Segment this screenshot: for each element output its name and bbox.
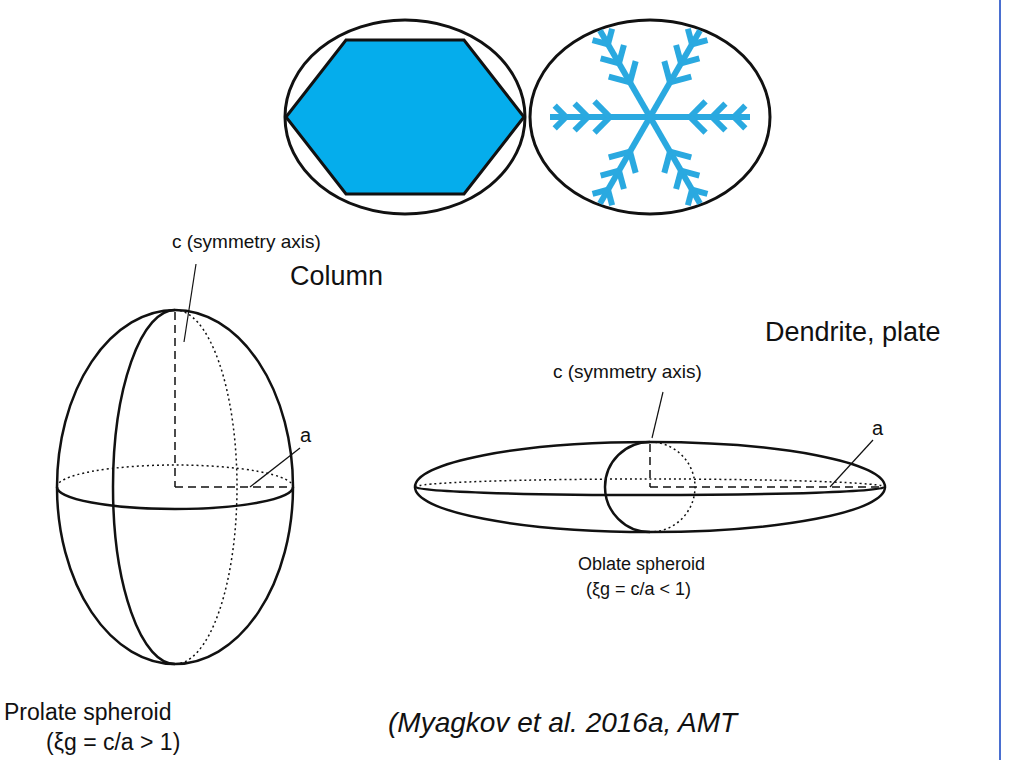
leader-line (652, 392, 663, 438)
enclosing-ellipse (530, 20, 770, 214)
shape-name: Prolate spheroid (4, 700, 172, 725)
snowflake-dendrite (550, 29, 750, 205)
leader-line (250, 448, 300, 487)
axis-label: c (symmetry axis) (172, 232, 321, 253)
hexagon-column (286, 40, 524, 194)
axis-label: c (symmetry axis) (553, 362, 702, 383)
leader-line (830, 440, 873, 487)
axis-label: a (300, 424, 311, 446)
leader-line (184, 264, 196, 342)
oblate-spheroid (415, 392, 885, 532)
citation: (Myagkov et al. 2016a, AMT (388, 708, 737, 739)
prolate-spheroid (57, 264, 300, 664)
slide-border (999, 0, 1001, 760)
shape-name: Oblate spheroid (578, 555, 705, 575)
shape-ratio: (ξg = c/a > 1) (46, 730, 180, 755)
shape-ratio: (ξg = c/a < 1) (586, 580, 691, 600)
crystal-type-label: Column (290, 262, 383, 292)
crystal-type-label: Dendrite, plate (765, 318, 941, 348)
axis-label: a (872, 417, 883, 439)
enclosing-ellipse (285, 20, 525, 214)
